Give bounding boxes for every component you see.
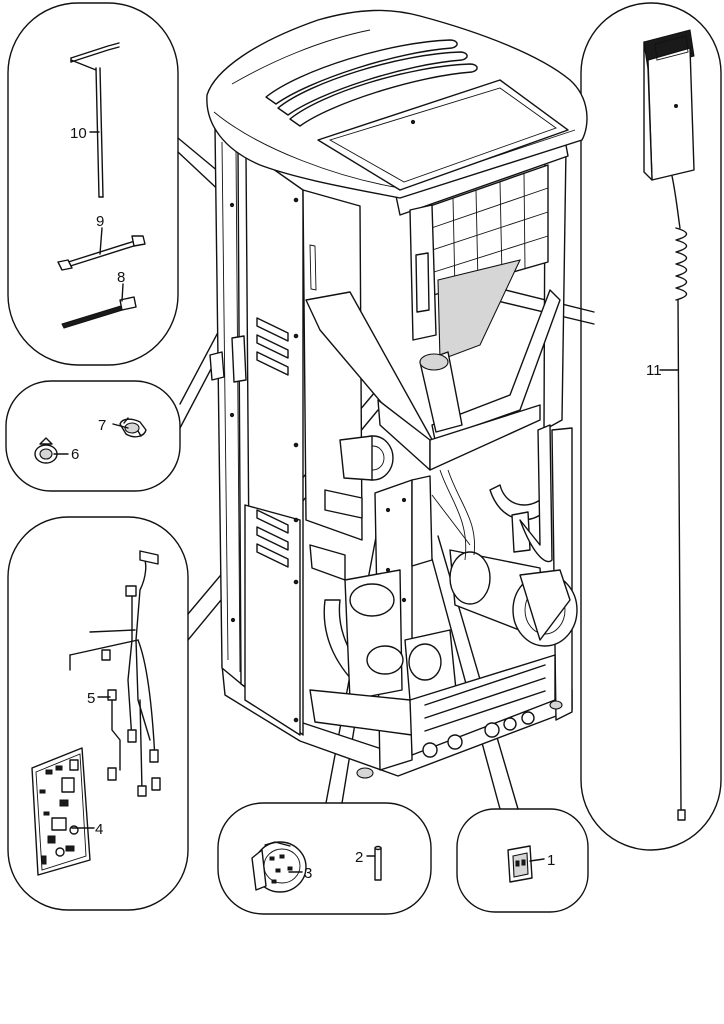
part-6-safety-thermostat bbox=[34, 437, 69, 464]
part-4-control-board bbox=[31, 747, 95, 876]
callout-label-11: 11 bbox=[646, 362, 662, 379]
callout-label-2: 2 bbox=[355, 849, 363, 866]
bubble-parts-8-9-10 bbox=[7, 2, 179, 366]
callout-label-8: 8 bbox=[117, 269, 125, 286]
part-1-power-socket bbox=[507, 845, 545, 883]
part-9-sensor-cable bbox=[57, 227, 146, 271]
part-11-display-panel bbox=[643, 29, 695, 821]
part-8-probe bbox=[61, 283, 137, 329]
part-7-thermostat bbox=[112, 417, 147, 438]
bubble-part-11 bbox=[580, 2, 722, 851]
callout-label-7: 7 bbox=[98, 417, 106, 434]
bubble-parts-6-7 bbox=[5, 380, 181, 492]
callout-label-6: 6 bbox=[71, 446, 79, 463]
part-5-wiring-harness bbox=[69, 550, 161, 797]
callout-label-10: 10 bbox=[70, 125, 87, 142]
part-10-hook-rod bbox=[70, 42, 120, 198]
part-3-pressure-switch bbox=[251, 841, 307, 893]
stove-cabinet bbox=[209, 127, 578, 779]
part-2-fuse bbox=[366, 845, 382, 881]
callout-label-9: 9 bbox=[96, 213, 104, 230]
callout-label-1: 1 bbox=[547, 852, 555, 869]
top-lid bbox=[206, 9, 588, 199]
bubble-part-1 bbox=[456, 808, 589, 913]
callout-labels: 10 9 8 7 6 5 4 3 2 1 11 bbox=[70, 125, 662, 882]
coiled-cable bbox=[675, 227, 688, 301]
callout-label-4: 4 bbox=[95, 821, 103, 838]
bubble-parts-2-3 bbox=[217, 802, 432, 915]
callout-label-3: 3 bbox=[304, 865, 312, 882]
callout-bubbles bbox=[5, 2, 722, 915]
bubble-parts-4-5 bbox=[7, 516, 189, 911]
callout-label-5: 5 bbox=[87, 690, 95, 707]
